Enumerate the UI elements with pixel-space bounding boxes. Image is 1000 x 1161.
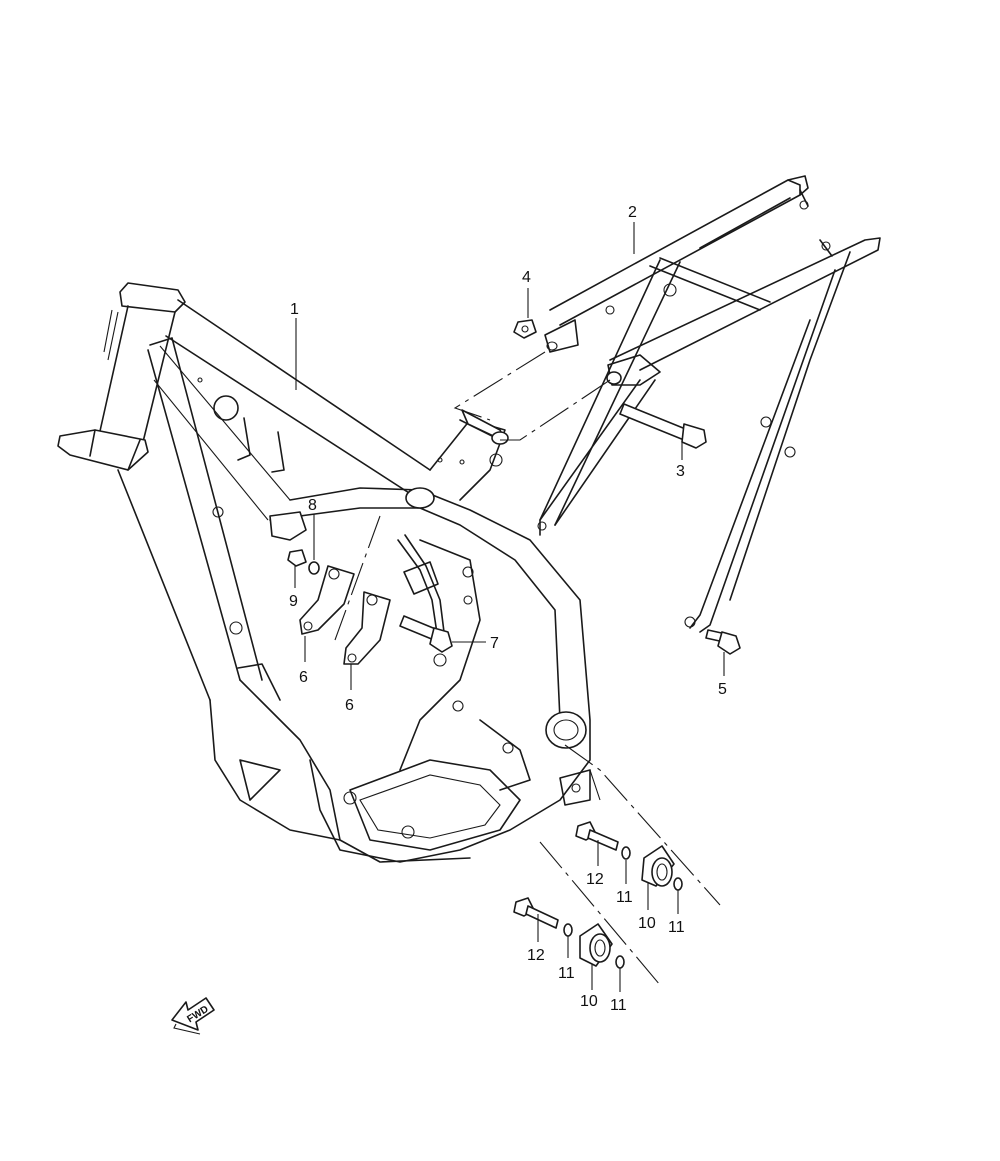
main-frame	[57, 282, 591, 863]
callout-4: 4	[522, 269, 531, 286]
callout-1: 1	[290, 301, 299, 318]
callouts: 1 2 3 4 5 6 6 7 8 9 10 10 11 11 11 11 12	[289, 204, 727, 1014]
bolt-part-5	[705, 629, 741, 655]
nut-part-4	[513, 319, 537, 339]
engine-mount-plate-6b	[343, 591, 391, 665]
nut-part-9	[287, 549, 307, 567]
engine-bracket	[269, 511, 307, 541]
callout-11c: 11	[558, 965, 575, 982]
assembly-lines	[334, 351, 721, 986]
callout-12b: 12	[527, 947, 545, 964]
callout-8: 8	[308, 497, 317, 514]
callout-5: 5	[718, 681, 727, 698]
callout-2: 2	[628, 204, 637, 221]
callout-12a: 12	[586, 871, 604, 888]
bushing-set-lower	[513, 897, 625, 969]
callout-6a: 6	[299, 669, 308, 686]
callout-3: 3	[676, 463, 685, 480]
bushing-set-upper	[575, 821, 683, 891]
callout-6b: 6	[345, 697, 354, 714]
callout-9: 9	[289, 593, 298, 610]
engine-mount-plate-6a	[299, 565, 355, 635]
fwd-arrow-icon: FWD	[171, 997, 215, 1035]
rear-subframe	[537, 175, 881, 633]
callout-11d: 11	[610, 997, 627, 1014]
callout-7: 7	[490, 635, 499, 652]
bolt-part-7	[399, 615, 453, 653]
washer-part-8	[308, 561, 320, 575]
callout-10b: 10	[580, 993, 598, 1010]
bolt-part-3	[619, 403, 707, 449]
callout-11b: 11	[668, 919, 685, 936]
callout-10a: 10	[638, 915, 656, 932]
callout-11a: 11	[616, 889, 633, 906]
